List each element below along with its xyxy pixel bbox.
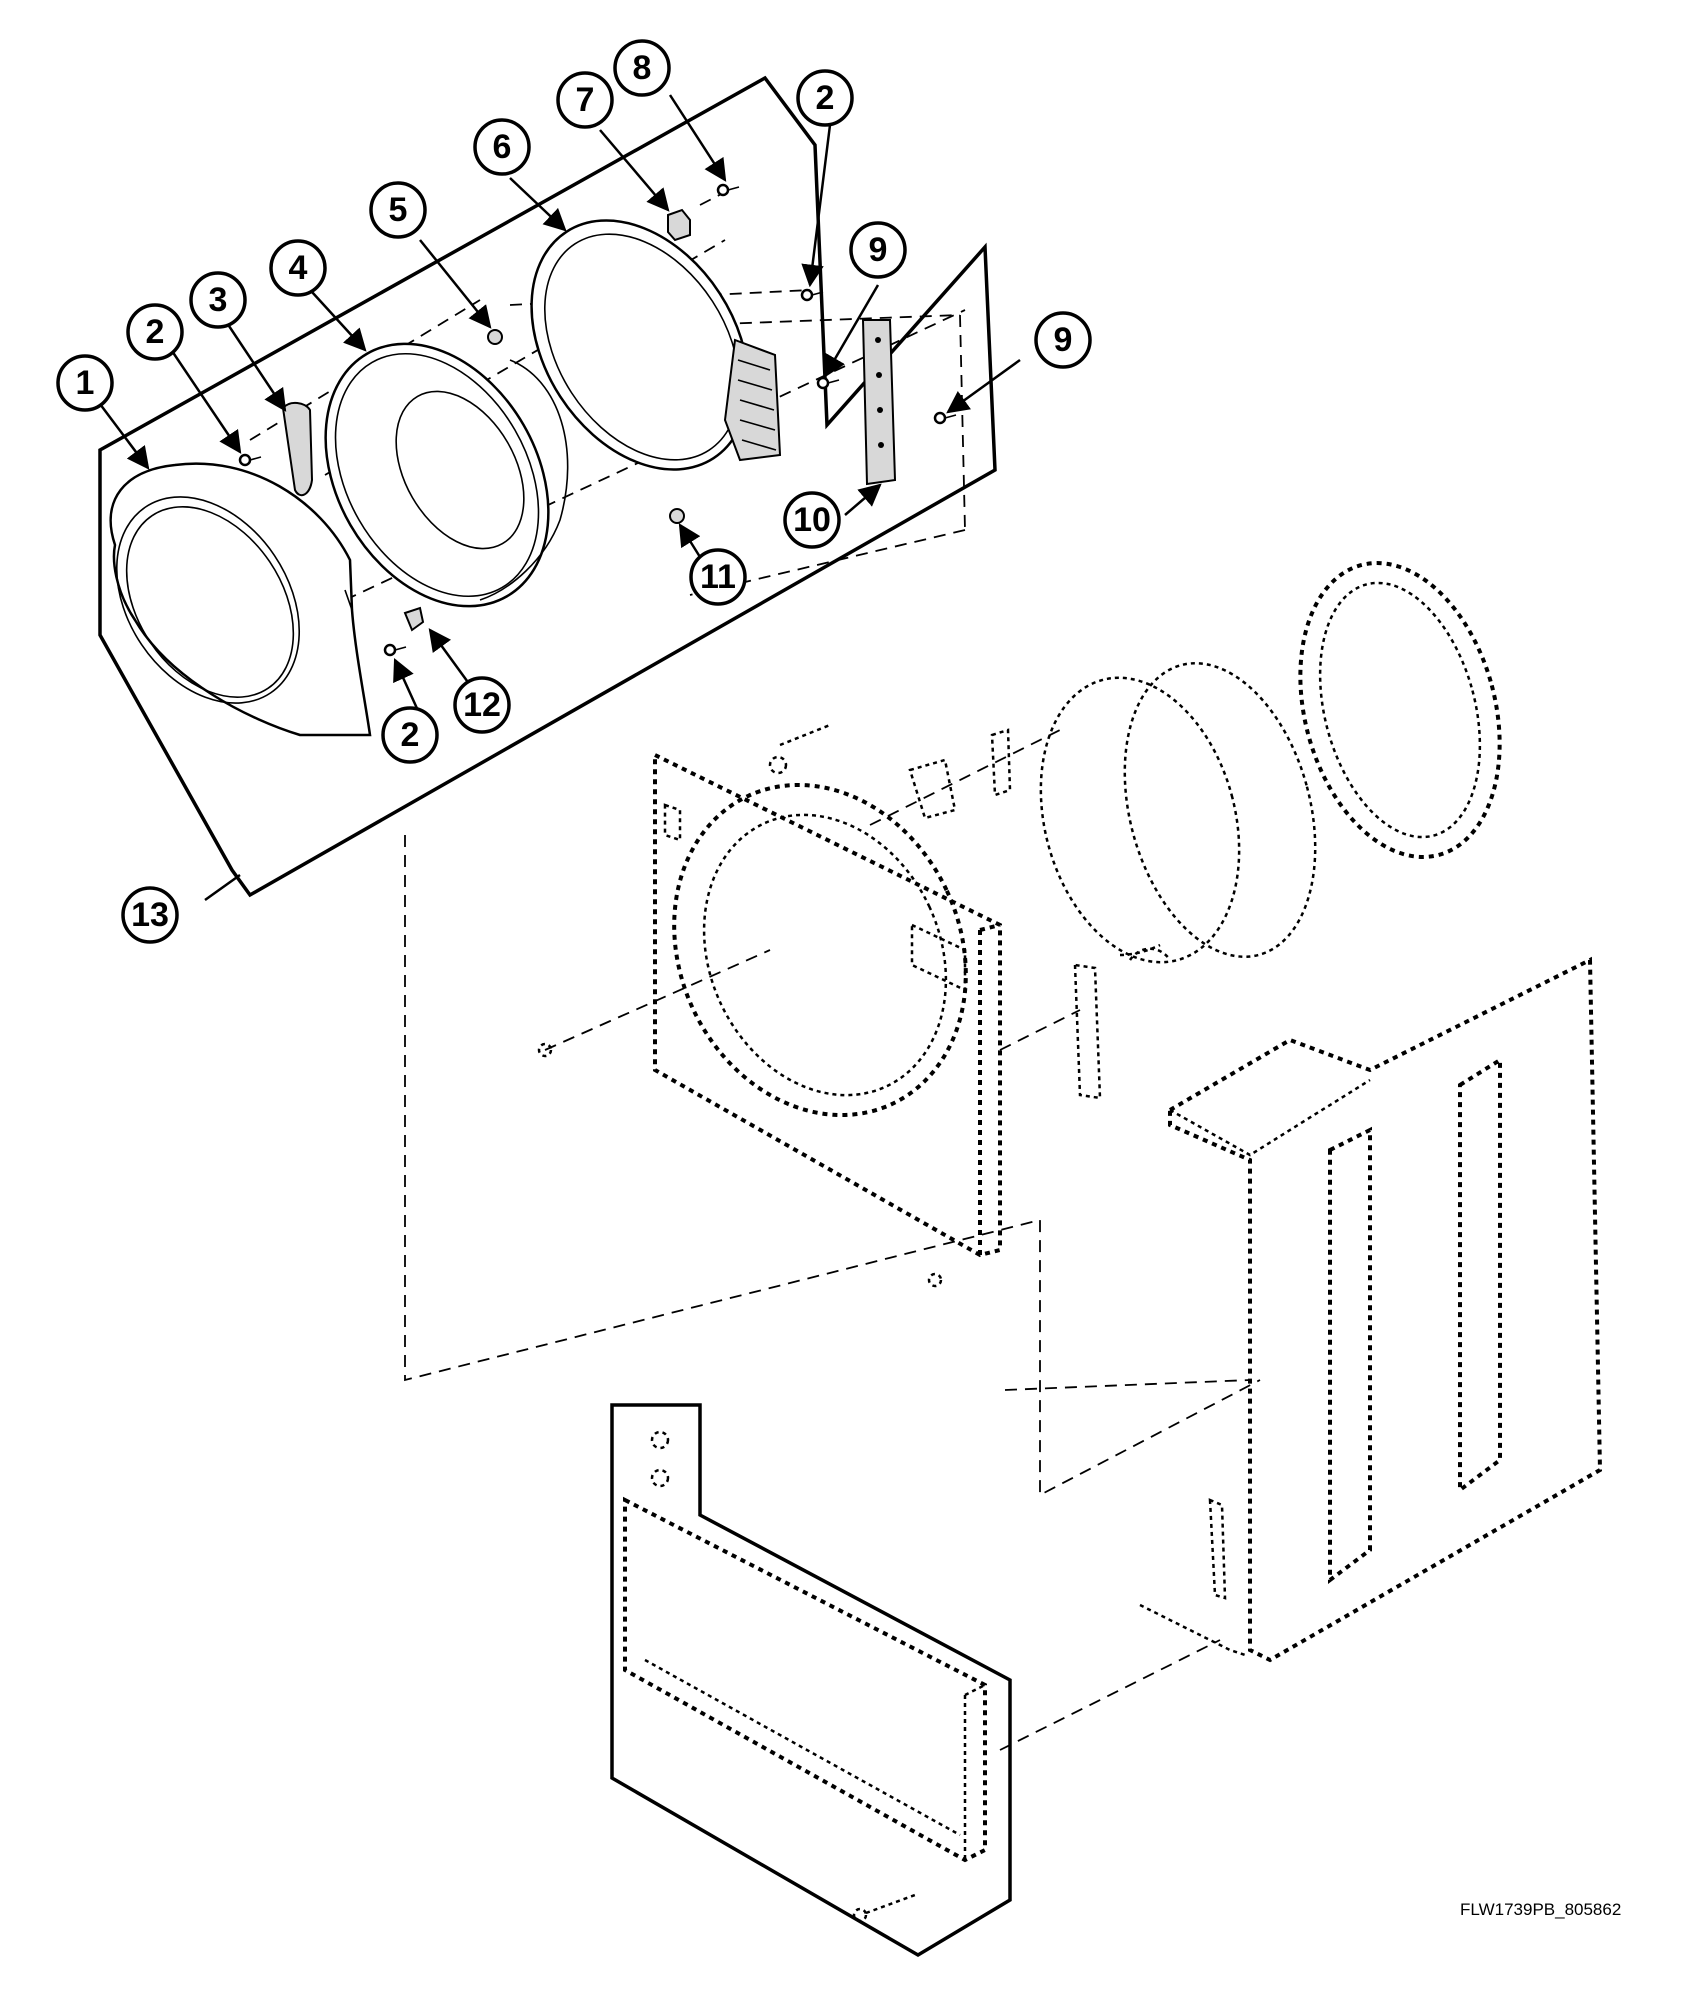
front-panel-hardware-reference (537, 723, 1172, 1288)
callout-6: 6 (473, 118, 531, 176)
callout-12-label: 12 (463, 686, 501, 724)
callout-2-label: 2 (401, 716, 420, 754)
door-glass-part (324, 342, 569, 608)
callout-13-label: 13 (131, 896, 169, 934)
cabinet-reference (1139, 956, 1603, 1663)
drawing-reference-id: FLW1739PB_805862 (1460, 1900, 1621, 1919)
inner-door-frame-part (530, 219, 782, 471)
callout-11: 11 (689, 548, 747, 606)
door-hinge-part (861, 319, 897, 486)
callout-6-label: 6 (493, 128, 512, 166)
door-screws (238, 183, 957, 657)
callout-4-label: 4 (289, 249, 308, 287)
toe-panel-reference (623, 1430, 987, 1923)
front-panel-reference (653, 751, 1002, 1258)
door-gasket-reference (1039, 561, 1502, 964)
callout-4: 4 (269, 239, 327, 297)
toe-panel-outline (610, 1403, 1012, 1958)
callout-3: 3 (189, 271, 247, 329)
callout-2-label: 2 (146, 313, 165, 351)
callout-2-latch-screw: 2 (381, 706, 439, 764)
callout-5-label: 5 (389, 191, 408, 229)
callout-7: 7 (556, 71, 614, 129)
callout-9-hinge: 9 (849, 221, 907, 279)
callout-9-label: 9 (869, 231, 888, 269)
callout-8-label: 8 (633, 49, 652, 87)
callout-10: 10 (783, 491, 841, 549)
callout-8: 8 (613, 39, 671, 97)
nut-part-5 (487, 329, 503, 345)
callout-10-label: 10 (793, 501, 831, 539)
callout-2-frame-screw: 2 (796, 69, 854, 127)
callout-2-label: 2 (816, 79, 835, 117)
callout-9-side: 9 (1034, 311, 1092, 369)
door-strike-part (667, 208, 691, 242)
callout-1: 1 (56, 354, 114, 412)
nut-part-11 (669, 508, 685, 524)
callout-12: 12 (453, 676, 511, 734)
door-assembly-outline (98, 75, 997, 898)
callout-leaders (96, 94, 1021, 902)
door-trim-ring-part (109, 462, 372, 737)
callout-5: 5 (369, 181, 427, 239)
callout-11-label: 11 (700, 558, 736, 596)
callout-2-hinge-screw: 2 (126, 303, 184, 361)
hinge-cover-part (281, 402, 314, 497)
latch-tab-part (403, 606, 425, 632)
callout-7-label: 7 (576, 81, 595, 119)
callout-1-label: 1 (76, 364, 95, 402)
callout-9-label: 9 (1054, 321, 1073, 359)
front-panel-center-lines (404, 729, 1261, 1751)
callout-13: 13 (121, 886, 179, 944)
callout-3-label: 3 (209, 281, 228, 319)
